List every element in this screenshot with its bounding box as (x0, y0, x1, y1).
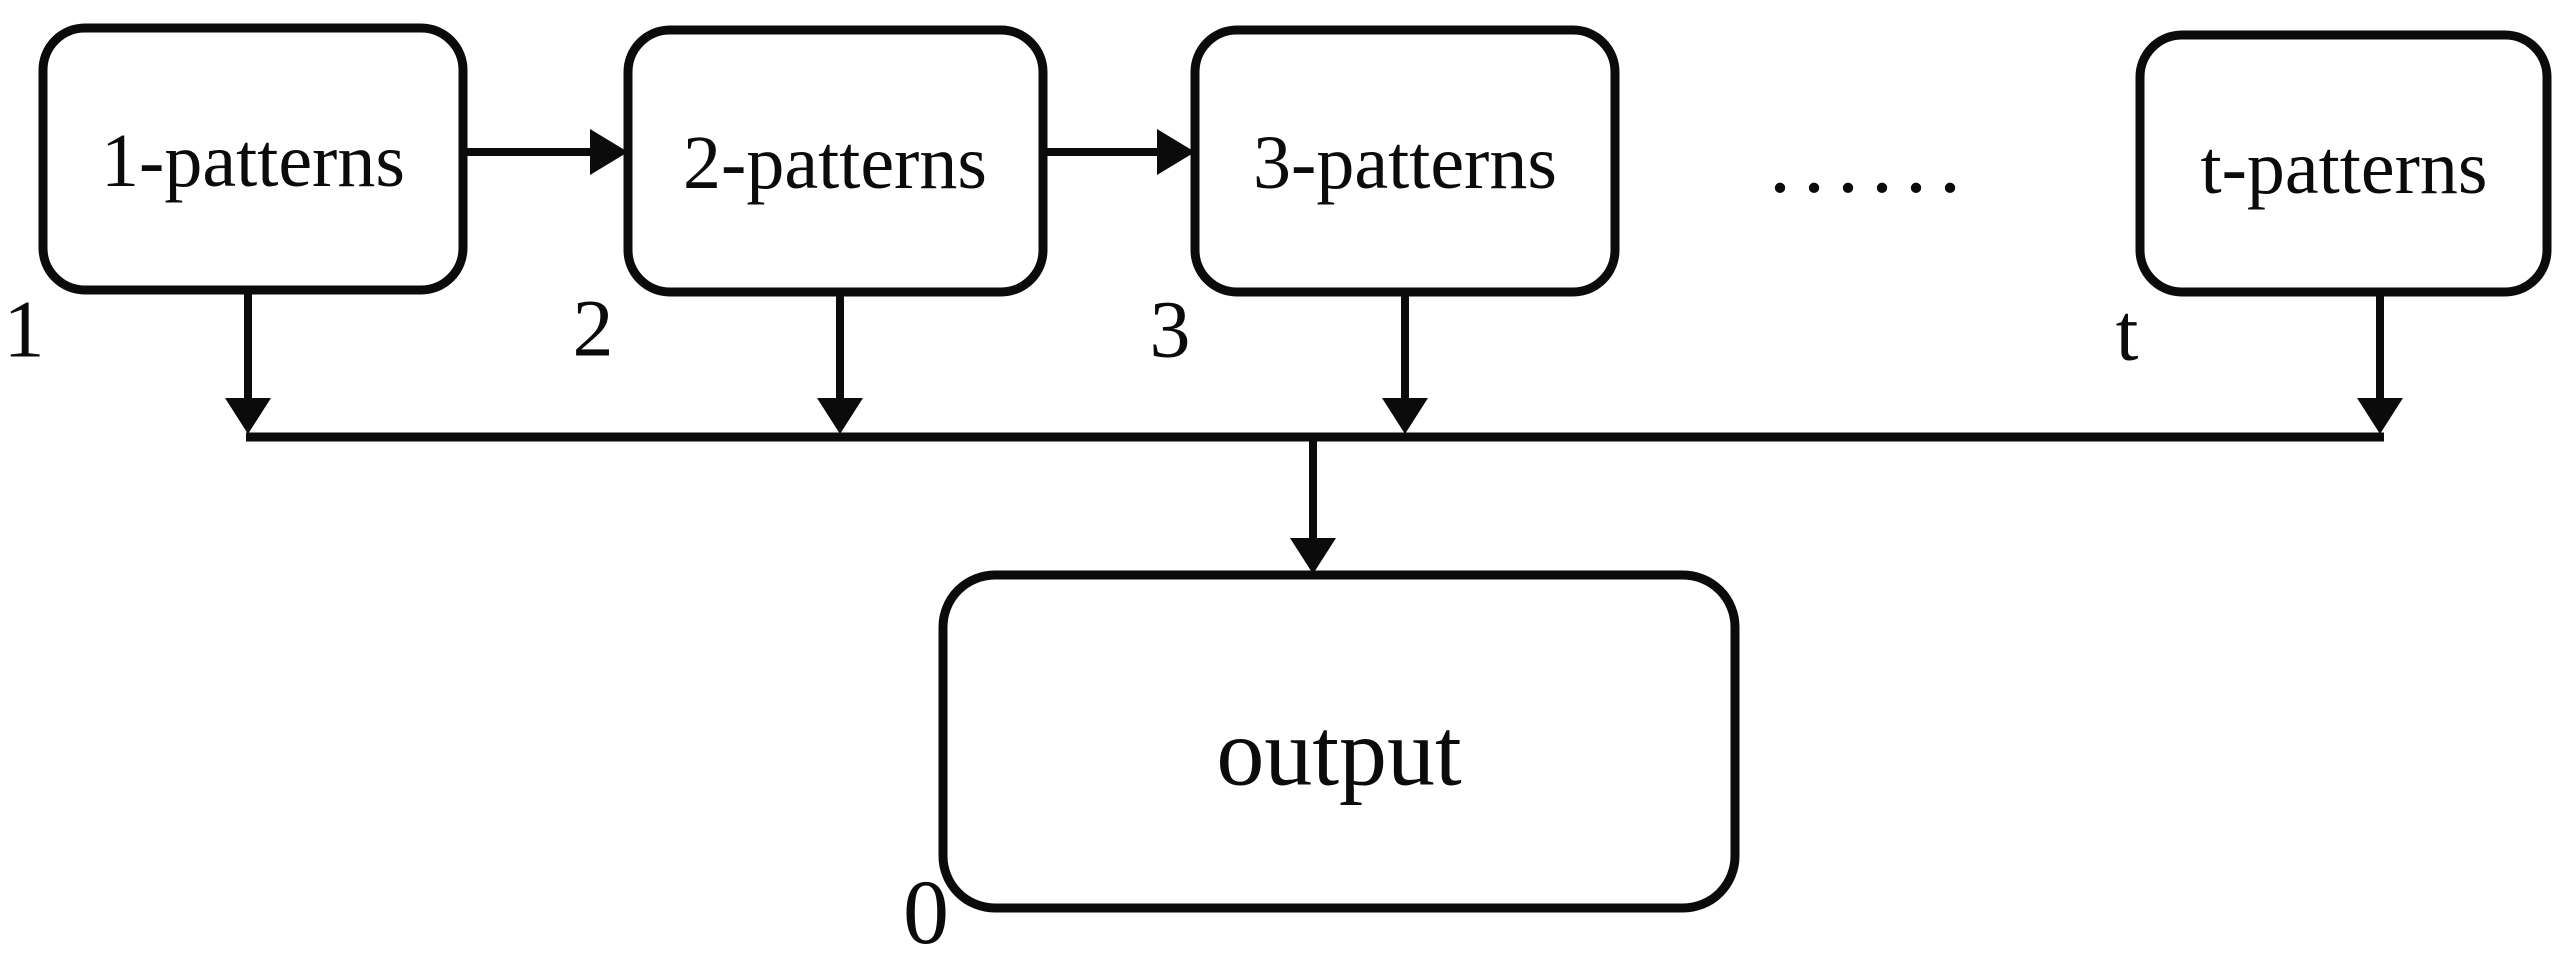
node-output-label: output (1216, 699, 1462, 806)
arrow-down-t (2357, 292, 2403, 434)
arrow-down-3 (1382, 292, 1428, 434)
arrow-down-t-head-icon (2357, 398, 2403, 434)
arrow-1-to-2 (463, 129, 628, 175)
arrow-down-1-head-icon (225, 398, 271, 434)
node-2-patterns-box (623, 25, 1048, 297)
node-2-patterns-label: 2-patterns (683, 121, 987, 205)
node-output-box (938, 570, 1740, 913)
index-label-t: t (2116, 287, 2139, 378)
node-t-patterns-label: t-patterns (2200, 126, 2487, 210)
arrow-1-to-2-head-icon (590, 129, 628, 175)
node-2-patterns: 2-patterns (623, 25, 1048, 297)
node-output: output (938, 570, 1740, 913)
arrow-down-3-head-icon (1382, 398, 1428, 434)
index-label-2: 2 (573, 283, 614, 374)
node-3-patterns: 3-patterns (1190, 25, 1620, 297)
index-label-0: 0 (903, 861, 949, 963)
arrow-down-2 (817, 292, 863, 434)
arrow-down-output-head-icon (1290, 538, 1336, 574)
node-1-patterns-box (38, 23, 468, 295)
arrow-down-1 (225, 290, 271, 434)
node-1-patterns: 1-patterns (38, 23, 468, 295)
node-t-patterns: t-patterns (2135, 30, 2552, 297)
node-3-patterns-label: 3-patterns (1253, 121, 1557, 205)
arrow-down-output (1290, 437, 1336, 574)
index-label-3: 3 (1150, 284, 1191, 375)
arrow-2-to-3 (1043, 129, 1195, 175)
node-1-patterns-label: 1-patterns (101, 119, 405, 203)
index-label-1: 1 (4, 284, 45, 375)
node-t-patterns-box (2135, 30, 2552, 297)
arrow-down-2-head-icon (817, 398, 863, 434)
arrow-2-to-3-head-icon (1157, 129, 1195, 175)
ellipsis-dots: ...... (1772, 135, 1976, 206)
